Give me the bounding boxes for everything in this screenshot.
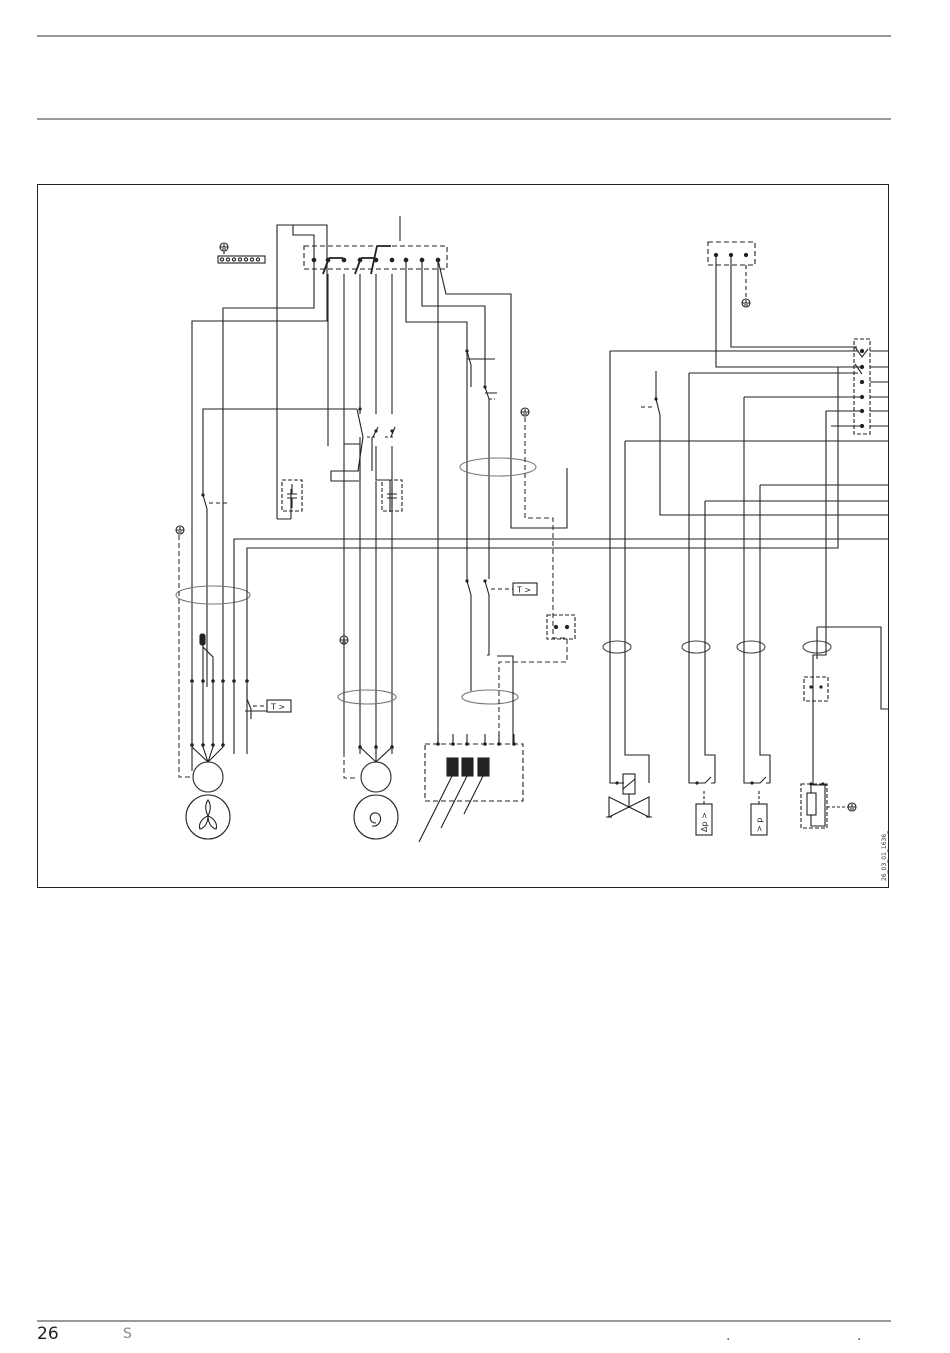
earth-icon bbox=[176, 526, 184, 534]
diff-pressure-label: Δp > bbox=[700, 812, 709, 832]
heater-element bbox=[801, 784, 849, 828]
footer-dot-right: . bbox=[857, 1328, 861, 1344]
header-rule-top bbox=[37, 35, 891, 37]
page-number: 26 bbox=[37, 1324, 59, 1344]
earth-icon bbox=[220, 243, 228, 254]
drawing-id: 26_03_01_1636_ bbox=[881, 830, 888, 881]
footer-text: S bbox=[123, 1326, 132, 1342]
earth-icon bbox=[742, 299, 750, 307]
solenoid-valve-icon bbox=[606, 774, 652, 817]
compressor-motor bbox=[361, 762, 391, 792]
footer-rule bbox=[37, 1320, 891, 1322]
control-terminal-column bbox=[854, 339, 870, 434]
wiring-diagram: T > T > Δp > > p 26_03_01_1636_ bbox=[37, 184, 889, 888]
temp-switch-left-label: T > bbox=[270, 703, 285, 712]
compressor-terminal-box bbox=[425, 744, 523, 801]
header-rule-bottom bbox=[37, 118, 891, 120]
earth-icon bbox=[521, 408, 529, 416]
temp-switch-top-label: T > bbox=[516, 586, 531, 595]
footer-dot-mid: . bbox=[726, 1328, 730, 1344]
compressor-icon bbox=[354, 795, 398, 839]
fan-motor bbox=[193, 762, 223, 792]
earth-icon bbox=[848, 803, 856, 811]
pressure-label: > p bbox=[755, 818, 764, 832]
capacitor-c1 bbox=[282, 480, 302, 511]
